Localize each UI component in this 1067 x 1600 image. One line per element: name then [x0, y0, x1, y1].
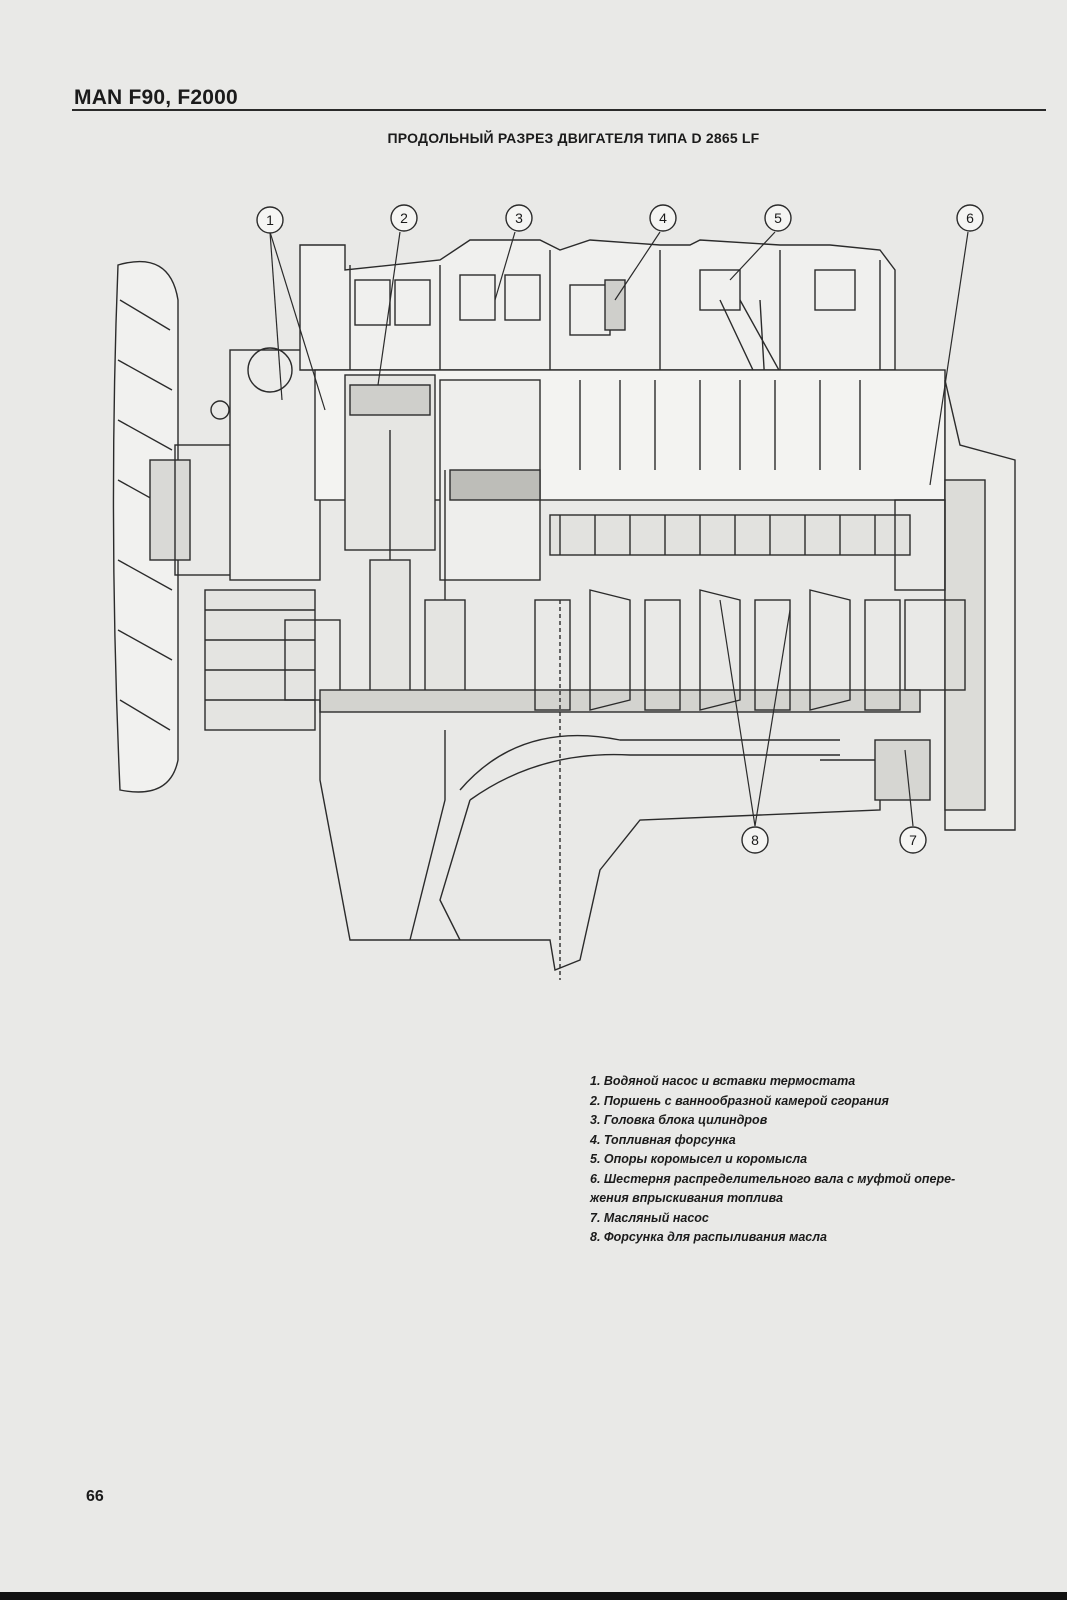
callout-3: 3: [505, 204, 533, 232]
callout-1: 1: [256, 206, 284, 234]
callout-label: 2: [400, 210, 408, 226]
callout-label: 3: [515, 210, 523, 226]
header-rule: [72, 109, 1046, 111]
callout-label: 4: [659, 210, 667, 226]
legend-item: 5. Опоры коромысел и коромысла: [590, 1152, 808, 1166]
legend-item: 4. Топливная форсунка: [590, 1132, 736, 1147]
callout-5: 5: [764, 204, 792, 232]
camshaft-drawing: [549, 499, 946, 591]
header-title: MAN F90, F2000: [74, 86, 238, 109]
callout-8: 8: [741, 826, 769, 854]
callout-6: 6: [956, 204, 984, 232]
callout-label: 5: [774, 210, 782, 226]
leader-lines: [269, 231, 969, 827]
legend-item: 1. Водяной насос и вставки термостата: [590, 1074, 856, 1088]
cylinder-head-drawing: [299, 239, 896, 481]
front-cover-drawing: [204, 347, 341, 731]
callout-4: 4: [649, 204, 677, 232]
crankshaft-drawing: [319, 430, 966, 713]
callout-7: 7: [899, 826, 927, 854]
legend-item: 8. Форсунка для распыливания масла: [590, 1230, 827, 1244]
legend-item-continuation: жения впрыскивания топлива: [590, 1191, 783, 1205]
legend-item: 7. Масляный насос: [590, 1210, 709, 1225]
callout-label: 6: [966, 210, 974, 226]
figure-legend: 1. Водяной насос и вставки термостата 2.…: [590, 1072, 1040, 1248]
callout-label: 1: [266, 212, 274, 228]
fan-drawing: [112, 260, 236, 793]
callout-label: 8: [751, 832, 759, 848]
scan-edge-bar: [0, 1592, 1067, 1600]
callout-label: 7: [909, 832, 917, 848]
figure-title-text: ПРОДОЛЬНЫЙ РАЗРЕЗ ДВИГАТЕЛЯ ТИПА D 2865 …: [387, 130, 760, 146]
legend-item: 2. Поршень с ваннообразной камерой сгора…: [590, 1093, 889, 1108]
oil-pan-drawing: [319, 600, 931, 980]
legend-item: 3. Головка блока цилиндров: [590, 1113, 768, 1127]
callout-2: 2: [390, 204, 418, 232]
legend-item: 6. Шестерня распределительного вала с му…: [590, 1171, 956, 1186]
figure-title: ПРОДОЛЬНЫЙ РАЗРЕЗ ДВИГАТЕЛЯ ТИПА D 2865 …: [0, 130, 1067, 146]
page-number: 66: [86, 1488, 104, 1505]
